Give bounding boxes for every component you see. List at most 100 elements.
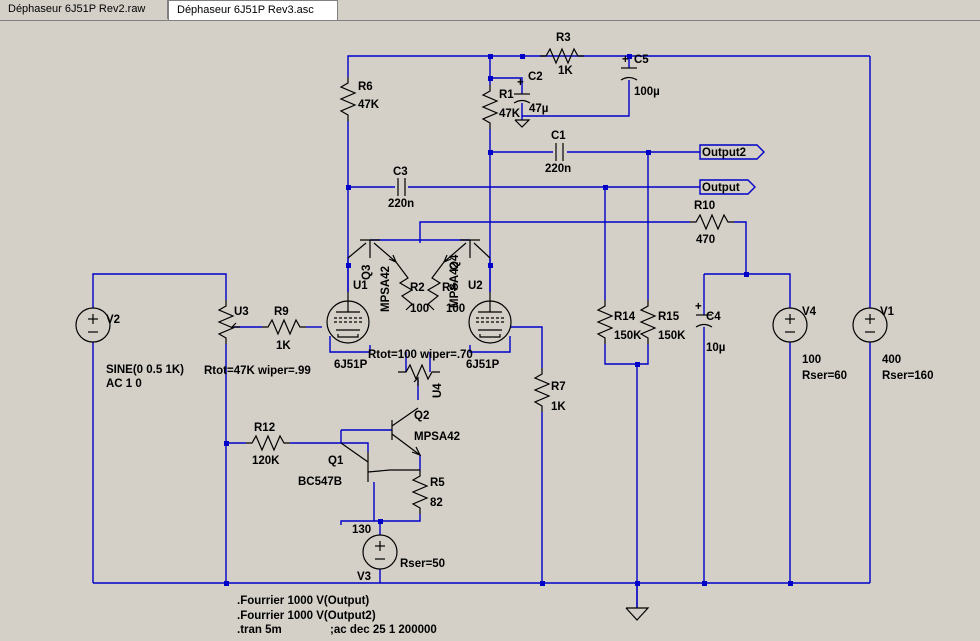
svg-text:6J51P: 6J51P [334, 359, 368, 371]
svg-text:150K: 150K [658, 330, 686, 342]
svg-text:100: 100 [802, 354, 821, 366]
resistor-r4[interactable]: R4 100 [426, 269, 465, 315]
svg-text:MPSA42: MPSA42 [414, 431, 460, 443]
capacitor-c5[interactable]: + C5 100µ [620, 54, 660, 98]
svg-text:47K: 47K [499, 108, 521, 120]
tab-dephaseur-rev3-asc[interactable]: Déphaseur 6J51P Rev3.asc [168, 0, 338, 20]
svg-text:120K: 120K [252, 455, 280, 467]
resistor-r5[interactable]: R5 82 [412, 469, 445, 515]
resistor-r3[interactable]: R3 1K [539, 32, 585, 77]
svg-text:1K: 1K [558, 65, 573, 77]
svg-text:Rser=50: Rser=50 [400, 558, 445, 570]
svg-text:C5: C5 [634, 54, 649, 66]
resistor-r10[interactable]: R10 470 [689, 200, 735, 246]
svg-text:47µ: 47µ [529, 103, 548, 115]
spice-directives[interactable]: .Fourrier 1000 V(Output) .Fourrier 1000 … [237, 595, 437, 636]
svg-text:220n: 220n [388, 198, 414, 210]
svg-text:V4: V4 [802, 306, 817, 318]
svg-text:U1: U1 [353, 280, 368, 292]
svg-text:6J51P: 6J51P [466, 359, 500, 371]
document-tab-bar: Déphaseur 6J51P Rev2.raw Déphaseur 6J51P… [0, 0, 980, 21]
svg-text:+: + [622, 54, 629, 66]
svg-text:AC 1 0: AC 1 0 [106, 378, 142, 390]
capacitor-c3[interactable]: C3 220n [388, 166, 414, 210]
schematic-canvas[interactable]: R3 1K R6 47K R1 47K + C2 47µ + C5 100µ C… [0, 21, 980, 641]
tab-dephaseur-rev2-raw[interactable]: Déphaseur 6J51P Rev2.raw [0, 0, 168, 19]
capacitor-c2[interactable]: + C2 47µ [513, 71, 548, 128]
net-label-output[interactable]: Output [699, 179, 756, 195]
resistor-r6[interactable]: R6 47K [340, 76, 380, 122]
svg-text:400: 400 [882, 354, 901, 366]
capacitor-c1[interactable]: C1 220n [545, 130, 571, 175]
svg-text:V3: V3 [357, 571, 371, 583]
ground-symbol [625, 607, 650, 621]
resistor-r2[interactable]: R2 100 [398, 269, 429, 315]
svg-text:1K: 1K [551, 401, 566, 413]
svg-text:100: 100 [446, 303, 465, 315]
svg-text:Rtot=47K wiper=.99: Rtot=47K wiper=.99 [204, 365, 311, 377]
svg-text:Q2: Q2 [414, 410, 429, 422]
svg-text:1K: 1K [276, 340, 291, 352]
svg-text:R14: R14 [614, 311, 636, 323]
svg-text:Q3: Q3 [361, 265, 373, 280]
svg-text:SINE(0 0.5 1K): SINE(0 0.5 1K) [106, 364, 184, 376]
resistor-r7[interactable]: R7 1K [534, 367, 566, 413]
voltage-source-v1[interactable]: V1 400 Rser=160 [852, 306, 933, 382]
resistor-r1[interactable]: R1 47K [482, 84, 521, 130]
transistor-q2[interactable]: Q2 MPSA42 [391, 407, 460, 457]
svg-text:R3: R3 [556, 32, 571, 44]
schematic-drawing: R3 1K R6 47K R1 47K + C2 47µ + C5 100µ C… [75, 32, 933, 636]
svg-text:MPSA42: MPSA42 [380, 266, 392, 312]
svg-text:82: 82 [430, 497, 443, 509]
svg-text:Q4: Q4 [449, 254, 461, 270]
voltage-source-v4[interactable]: V4 100 Rser=60 [772, 306, 847, 382]
tube-u1[interactable]: U1 6J51P [326, 280, 370, 371]
svg-text:U2: U2 [468, 280, 483, 292]
svg-text:Rser=60: Rser=60 [802, 370, 847, 382]
svg-text:R15: R15 [658, 311, 680, 323]
potentiometer-u3[interactable]: U3 Rtot=47K wiper=.99 [204, 300, 311, 377]
svg-text:R2: R2 [410, 282, 425, 294]
voltage-source-v2[interactable]: V2 SINE(0 0.5 1K) AC 1 0 [75, 307, 184, 390]
svg-text:Output: Output [702, 182, 740, 194]
transistor-q3[interactable]: Q3 MPSA42 [347, 239, 403, 312]
svg-text:+: + [517, 77, 524, 89]
resistor-r14[interactable]: R14 150K [597, 299, 642, 345]
svg-text:.Fourrier 1000 V(Output2): .Fourrier 1000 V(Output2) [237, 610, 376, 622]
svg-text:.tran 5m: .tran 5m [237, 624, 282, 636]
resistor-r9[interactable]: R9 1K [261, 306, 307, 352]
svg-text:C1: C1 [551, 130, 566, 142]
resistor-r15[interactable]: R15 150K [640, 299, 686, 345]
tube-u2[interactable]: U2 6J51P [466, 280, 512, 371]
svg-text:130: 130 [352, 524, 371, 536]
svg-text:R12: R12 [254, 422, 275, 434]
svg-text:Q1: Q1 [328, 455, 344, 467]
svg-text:220n: 220n [545, 163, 571, 175]
net-label-output2[interactable]: Output2 [699, 144, 765, 160]
svg-text:150K: 150K [614, 330, 642, 342]
svg-text:Rser=160: Rser=160 [882, 370, 933, 382]
svg-text:47K: 47K [358, 99, 380, 111]
svg-text:BC547B: BC547B [298, 476, 342, 488]
svg-text:R5: R5 [430, 477, 445, 489]
capacitor-c4[interactable]: + C4 10µ [695, 301, 725, 354]
svg-text:.Fourrier 1000 V(Output): .Fourrier 1000 V(Output) [237, 595, 369, 607]
transistor-q1[interactable]: Q1 BC547B [298, 442, 420, 488]
svg-text:R6: R6 [358, 81, 373, 93]
svg-text:U4: U4 [432, 383, 444, 398]
potentiometer-u4[interactable]: Rtot=100 wiper=.70 U4 [368, 349, 473, 398]
transistor-q4[interactable]: Q4 MPSA42 [437, 239, 491, 308]
svg-text:V2: V2 [106, 314, 120, 326]
svg-text:+: + [695, 301, 702, 313]
svg-text:R10: R10 [694, 200, 715, 212]
svg-text:R1: R1 [499, 89, 514, 101]
junctions [224, 54, 793, 586]
svg-text:U3: U3 [234, 306, 249, 318]
svg-text:100: 100 [410, 303, 429, 315]
svg-text:470: 470 [696, 234, 715, 246]
svg-text:R4: R4 [442, 282, 457, 294]
voltage-source-v3[interactable]: 130 Rser=50 V3 [352, 524, 445, 583]
resistor-r12[interactable]: R12 120K [245, 422, 291, 467]
wires [92, 55, 871, 608]
svg-text:10µ: 10µ [706, 342, 725, 354]
